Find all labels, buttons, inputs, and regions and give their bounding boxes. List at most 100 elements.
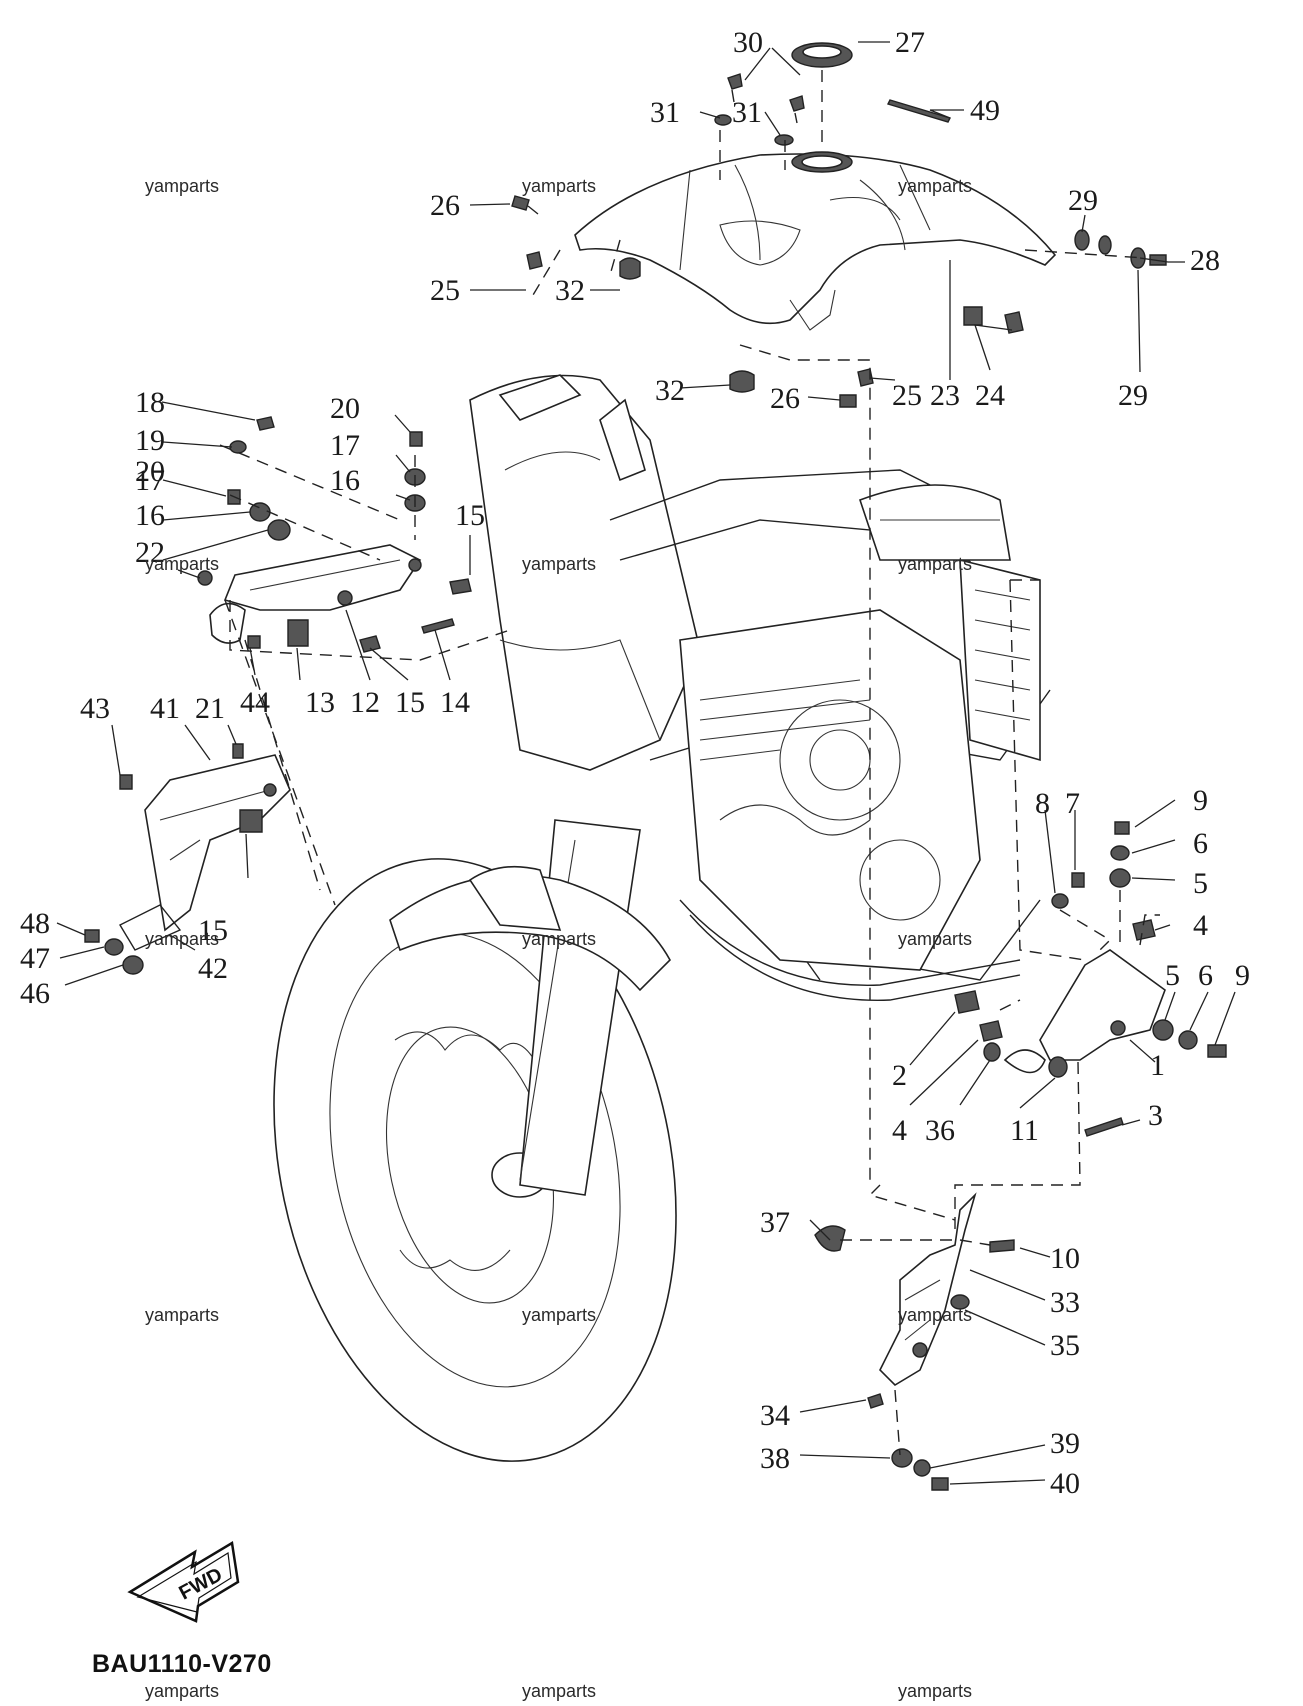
- watermark-text: yamparts: [145, 1681, 219, 1701]
- collar-part-36: [983, 1042, 1001, 1062]
- collar-part-35: [950, 1294, 970, 1310]
- callout-48: 48: [20, 907, 50, 940]
- callout-1: 1: [1150, 1049, 1165, 1082]
- damper-part-15a: [359, 635, 381, 653]
- callout-25b: 25: [892, 379, 922, 412]
- watermark-text: yamparts: [522, 1681, 596, 1701]
- callout-4b: 4: [892, 1114, 907, 1147]
- watermark-text: yamparts: [898, 1305, 972, 1325]
- watermark-text: yamparts: [145, 1305, 219, 1325]
- callout-27: 27: [895, 26, 925, 59]
- callout-16b: 16: [330, 464, 360, 497]
- callout-26b: 26: [770, 382, 800, 415]
- clip-part-25a: [526, 251, 543, 270]
- callout-38: 38: [760, 1442, 790, 1475]
- callout-39: 39: [1050, 1427, 1080, 1460]
- left-lower-guard-group: [84, 743, 291, 975]
- washer-part-31b: [774, 134, 794, 146]
- damper-part-15b: [449, 578, 472, 595]
- callout-9b: 9: [1235, 959, 1250, 992]
- bracket-part-33: [879, 1192, 977, 1387]
- watermark-text: yamparts: [898, 554, 972, 574]
- damper-part-32b: [729, 370, 755, 393]
- collar-part-28: [1098, 235, 1112, 255]
- callout-9a: 9: [1193, 784, 1208, 817]
- callout-4a: 4: [1193, 909, 1208, 942]
- watermark-text: yamparts: [145, 176, 219, 196]
- grommet-part-5a: [1109, 868, 1131, 888]
- bolt-part-40: [931, 1477, 949, 1491]
- screw-part-30: [727, 73, 805, 124]
- callout-20b: 20: [330, 392, 360, 425]
- callout-19: 19: [135, 424, 165, 457]
- tank-cover-part-23: [574, 153, 1057, 325]
- callout-21: 21: [195, 692, 225, 725]
- callout-15c: 15: [198, 914, 228, 947]
- callout-36: 36: [925, 1114, 955, 1147]
- washer-part-19: [229, 440, 247, 454]
- callout-25a: 25: [430, 274, 460, 307]
- collar-part-39: [913, 1459, 931, 1477]
- grommet-part-38: [891, 1448, 913, 1468]
- callout-23: 23: [930, 379, 960, 412]
- callout-6a: 6: [1193, 827, 1208, 860]
- callout-5a: 5: [1193, 867, 1208, 900]
- callout-34: 34: [760, 1399, 790, 1432]
- right-lower-bracket-group: [814, 1192, 1015, 1491]
- callout-10: 10: [1050, 1242, 1080, 1275]
- bolt-part-26a: [511, 195, 539, 215]
- bolt-part-18: [256, 416, 275, 431]
- callout-33: 33: [1050, 1286, 1080, 1319]
- callout-24: 24: [975, 379, 1005, 412]
- callout-41: 41: [150, 692, 180, 725]
- clip-part-42: [119, 904, 182, 951]
- callout-15b: 15: [395, 686, 425, 719]
- bracket-part-12: [223, 544, 422, 611]
- callout-20-left: 20: [135, 455, 165, 488]
- screw-part-7: [1071, 872, 1085, 888]
- bolt-part-9b: [1207, 1044, 1227, 1058]
- callout-32b: 32: [655, 374, 685, 407]
- screw-part-21: [232, 743, 244, 759]
- callout-29a: 29: [1068, 184, 1098, 217]
- callout-6b: 6: [1198, 959, 1213, 992]
- guard-part-41: [144, 754, 291, 932]
- watermarks: yamparts yamparts yamparts yamparts yamp…: [145, 176, 972, 1701]
- callout-11: 11: [1010, 1114, 1039, 1147]
- callout-49: 49: [970, 94, 1000, 127]
- collar-part-6b: [1178, 1030, 1198, 1050]
- callout-17b: 17: [330, 429, 360, 462]
- callout-32a: 32: [555, 274, 585, 307]
- callout-17a: 17: [135, 464, 165, 497]
- callout-31b: 31: [732, 96, 762, 129]
- damper-part-4b: [979, 1020, 1003, 1042]
- damper-part-44: [247, 635, 261, 649]
- callout-43: 43: [80, 692, 110, 725]
- collar-part-47: [104, 938, 124, 956]
- callout-2: 2: [892, 1059, 907, 1092]
- watermark-text: yamparts: [898, 1681, 972, 1701]
- callout-47: 47: [20, 942, 50, 975]
- callout-7: 7: [1065, 787, 1080, 820]
- fwd-arrow-icon: FWD: [127, 1540, 240, 1623]
- callout-42: 42: [198, 952, 228, 985]
- bolt-part-26b: [839, 394, 857, 408]
- bolt-part-48: [84, 929, 100, 943]
- washer-part-29a: [1074, 229, 1090, 251]
- watermark-text: yamparts: [522, 554, 596, 574]
- callout-35: 35: [1050, 1329, 1080, 1362]
- callout-15a: 15: [455, 499, 485, 532]
- callout-37: 37: [760, 1206, 790, 1239]
- diagram-code: BAU1110-V270: [92, 1650, 272, 1678]
- callout-16a: 16: [135, 499, 165, 532]
- collar-part-6a: [1110, 845, 1130, 861]
- emblem-part-49: [887, 99, 951, 123]
- assembly-dashed-lines: [219, 70, 1160, 1456]
- damper-part-24a: [963, 306, 983, 326]
- callout-8: 8: [1035, 787, 1050, 820]
- watermark-text: yamparts: [145, 554, 219, 574]
- grommet-part-5b: [1152, 1019, 1174, 1041]
- callout-44: 44: [240, 686, 270, 719]
- callout-18: 18: [135, 386, 165, 419]
